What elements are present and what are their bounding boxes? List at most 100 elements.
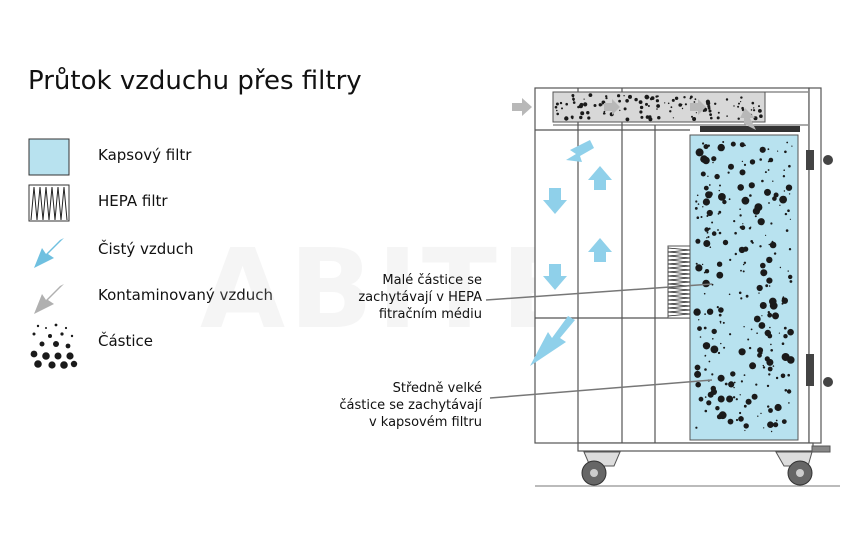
hepa-callout-line: fitračním médiu: [378, 307, 482, 322]
particle: [718, 231, 722, 235]
particle: [740, 380, 744, 383]
particle: [656, 104, 660, 108]
particle: [756, 332, 758, 335]
particle: [672, 117, 675, 119]
particle: [768, 285, 771, 287]
particle: [711, 156, 717, 162]
particle: [759, 114, 763, 118]
particle: [718, 210, 722, 214]
particle: [588, 93, 593, 97]
particle: [556, 109, 558, 112]
particle: [762, 364, 764, 367]
particle: [714, 173, 720, 180]
particle: [758, 322, 766, 329]
particle: [722, 199, 727, 205]
particle: [739, 208, 741, 210]
particle: [707, 391, 714, 398]
particle: [727, 171, 730, 174]
particle: [655, 95, 658, 98]
legend-label-clean-air: Čistý vzduch: [98, 240, 194, 258]
cabinet-side-panel: [808, 87, 822, 444]
particle: [708, 109, 712, 113]
particle: [742, 270, 745, 273]
particle: [757, 415, 759, 417]
particle: [781, 195, 787, 202]
particle: [743, 163, 747, 166]
particle: [638, 100, 643, 104]
particle: [774, 403, 782, 412]
particle: [699, 336, 702, 338]
particle: [788, 164, 791, 168]
particle: [681, 103, 683, 106]
particle: [728, 163, 734, 170]
pocket-callout-leader: [489, 379, 713, 399]
particle: [698, 396, 704, 402]
particle: [749, 159, 756, 165]
particle: [765, 234, 767, 236]
particle: [757, 347, 764, 354]
particle: [735, 398, 738, 401]
particle: [766, 256, 773, 264]
particle: [781, 297, 788, 304]
particle: [722, 239, 729, 246]
particle: [781, 419, 787, 424]
particle: [758, 292, 760, 294]
caster-wheel-left: [581, 451, 621, 486]
particle: [689, 97, 692, 100]
particle: [601, 104, 603, 106]
particle: [712, 338, 714, 340]
particle: [711, 283, 714, 286]
particle: [696, 194, 699, 197]
particle: [753, 109, 756, 112]
particle: [734, 252, 737, 256]
particle: [711, 373, 714, 376]
particle: [695, 200, 698, 203]
particle: [623, 107, 627, 111]
particle: [738, 416, 744, 422]
particle: [625, 99, 629, 103]
particle: [647, 105, 650, 107]
particle: [695, 262, 698, 265]
particle: [779, 204, 781, 206]
particle: [750, 240, 753, 243]
particle: [770, 222, 773, 225]
particle: [703, 185, 709, 191]
particle: [768, 202, 770, 204]
particle: [780, 373, 786, 379]
particle: [717, 351, 721, 355]
particle: [671, 98, 675, 102]
duct-particles: [554, 93, 763, 122]
clean-air-arrow-up-left: [566, 140, 594, 162]
particle: [703, 292, 706, 295]
particle: [710, 116, 713, 120]
inlet-arrow: [512, 98, 532, 116]
particle: [772, 365, 775, 367]
particle: [704, 368, 707, 371]
particle: [788, 402, 790, 404]
particle: [743, 423, 749, 429]
particle: [695, 238, 701, 244]
particle: [739, 142, 745, 148]
contaminated-air-arrow-icon: [34, 284, 64, 314]
particle: [625, 117, 630, 122]
particle: [742, 223, 744, 225]
particle: [738, 102, 740, 105]
particle: [619, 109, 621, 112]
particle: [706, 237, 708, 239]
clean-air-arrow-up-2: [588, 238, 612, 262]
particle: [695, 426, 698, 429]
particle: [664, 102, 666, 104]
particle: [697, 203, 700, 205]
particle: [583, 98, 585, 100]
particle: [718, 411, 727, 420]
legend-label-pocket-filter: Kapsový filtr: [98, 146, 192, 164]
particle: [768, 373, 771, 376]
particle: [618, 99, 621, 103]
particle: [683, 96, 686, 99]
particle: [719, 322, 722, 324]
particle: [602, 112, 606, 115]
particle: [564, 116, 569, 121]
particle: [789, 218, 792, 220]
particle: [760, 412, 762, 415]
particle: [783, 169, 785, 171]
